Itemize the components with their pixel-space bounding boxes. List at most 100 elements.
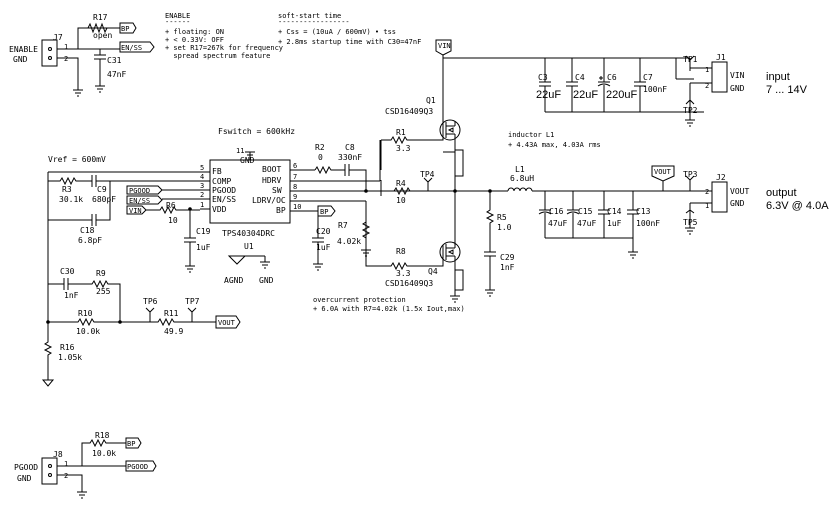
net-bp-label-ic: BP: [320, 208, 328, 216]
output-rating: 6.3V @ 4.0A: [766, 200, 829, 212]
pin6-num: 6: [293, 162, 297, 170]
r8-ref: R8: [396, 247, 406, 256]
c7-ref: C7: [643, 73, 653, 82]
tp4-label: TP4: [420, 170, 435, 179]
overcurrent-note-line-1: + 6.0A with R7=4.02k (1.5x Iout,max): [313, 305, 465, 313]
c9-value: 680pF: [92, 195, 116, 204]
j1-pin1: 1: [705, 66, 709, 74]
r3-value: 30.1k: [59, 195, 83, 204]
gnd-label: GND: [259, 276, 274, 285]
c29-ref: C29: [500, 253, 515, 262]
c3-ref: C3: [538, 73, 548, 82]
c13-ref: C13: [636, 207, 651, 216]
enable-note-line-2: + < 0.33V: OFF: [165, 36, 224, 44]
pin4-num: 4: [200, 173, 204, 181]
c14-value: 1uF: [607, 219, 622, 228]
pin6-name: BOOT: [262, 165, 281, 174]
c15-value: 47uF: [577, 219, 596, 228]
c18-ref: C18: [80, 226, 95, 235]
j8-pin2: 2: [64, 472, 68, 480]
enable-note-line-1: + floating: ON: [165, 28, 224, 36]
j7-ref: J7: [53, 33, 63, 42]
connector-j8: J8 1 2 PGOOD GND: [14, 450, 68, 485]
r2-ref: R2: [315, 143, 325, 152]
c20-ref: C20: [316, 227, 331, 236]
c31-ref: C31: [107, 56, 122, 65]
pin5-name: FB: [212, 167, 222, 176]
r11-ref: R11: [164, 309, 179, 318]
ic-u1-part: TPS40304DRC: [222, 229, 275, 238]
inductor-note-line-1: + 4.43A max, 4.03A rms: [508, 141, 601, 149]
softstart-note-line-2: + 2.8ms startup time with C30=47nF: [278, 38, 421, 46]
r17-ref: R17: [93, 13, 108, 22]
input-voltage: 7 ... 14V: [766, 84, 808, 96]
r18-value: 10.0k: [92, 449, 116, 458]
ic-u1-gnd-pin: 11: [236, 147, 244, 155]
c9-ref: C9: [97, 185, 107, 194]
j7-label-enable: ENABLE: [9, 45, 38, 54]
net-vout-label-output: VOUT: [654, 168, 672, 176]
tp5-label: TP5: [683, 218, 698, 227]
q4-ref: Q4: [428, 267, 438, 276]
c16-value: 47uF: [548, 219, 567, 228]
j8-pin1: 1: [64, 460, 68, 468]
r4-value: 10: [396, 196, 406, 205]
c30-ref: C30: [60, 267, 75, 276]
ic-u1-gnd-label: GND: [240, 156, 255, 165]
tp7-label: TP7: [185, 297, 200, 306]
fswitch-note: Fswitch = 600kHz: [218, 127, 295, 136]
r7-value: 4.02k: [337, 237, 361, 246]
j1-ref: J1: [716, 53, 726, 62]
net-bp-label-pgood: BP: [127, 440, 135, 448]
agnd-label: AGND: [224, 276, 243, 285]
inductor-note-title: inductor L1: [508, 131, 554, 139]
pin2-name: EN/SS: [212, 195, 236, 204]
r10-value: 10.0k: [76, 327, 100, 336]
pin9-name: LDRV/OC: [252, 196, 286, 205]
j1-label-gnd: GND: [730, 84, 745, 93]
net-en-ss-label-ic: EN/SS: [129, 197, 150, 205]
j8-label-pgood: PGOOD: [14, 463, 38, 472]
pin4-name: COMP: [212, 177, 231, 186]
enable-note-line-4: spread spectrum feature: [165, 52, 270, 60]
tp2-label: TP2: [683, 106, 698, 115]
connector-j1: J1 1 2 VIN GND: [705, 53, 745, 93]
r2-value: 0: [318, 153, 323, 162]
j2-label-gnd: GND: [730, 199, 745, 208]
c19-value: 1uF: [196, 243, 211, 252]
enable-note-title: ENABLE: [165, 12, 190, 20]
softstart-note-line-1: + Css = (10uA / 600mV) • tss: [278, 28, 396, 36]
c4-ref: C4: [575, 73, 585, 82]
j2-ref: J2: [716, 173, 726, 182]
pin7-name: HDRV: [262, 176, 281, 185]
r9-value: 255: [96, 287, 111, 296]
r16-ref: R16: [60, 343, 75, 352]
j7-label-gnd: GND: [13, 55, 28, 64]
r6-value: 10: [168, 216, 178, 225]
net-pgood-label-ic: PGOOD: [129, 187, 150, 195]
c19-ref: C19: [196, 227, 211, 236]
tp3-label: TP3: [683, 170, 698, 179]
net-pgood-label-bottom: PGOOD: [127, 463, 148, 471]
overcurrent-note-title: overcurrent protection: [313, 296, 406, 304]
output-label: output: [766, 187, 797, 199]
ic-u1: TPS40304DRC U1 11 GND 5 FB 4 COMP 3 PGOO…: [200, 147, 440, 251]
pin8-num: 8: [293, 183, 297, 191]
pin1-num: 1: [200, 201, 204, 209]
r5-ref: R5: [497, 213, 507, 222]
net-vin-label-top: VIN: [438, 42, 451, 50]
c30-value: 1nF: [64, 291, 79, 300]
c31-value: 47nF: [107, 70, 126, 79]
pin7-num: 7: [293, 173, 297, 181]
connector-j2: J2 2 1 VOUT GND: [705, 173, 749, 213]
pin10-name: BP: [276, 206, 286, 215]
r9-ref: R9: [96, 269, 106, 278]
l1-value: 6.8uH: [510, 174, 534, 183]
ic-u1-ref: U1: [244, 242, 254, 251]
r16-value: 1.05k: [58, 353, 82, 362]
c4-value: 22uF: [573, 89, 598, 101]
r1-value: 3.3: [396, 144, 411, 153]
c20-value: 1uF: [316, 243, 331, 252]
r8-value: 3.3: [396, 269, 411, 278]
